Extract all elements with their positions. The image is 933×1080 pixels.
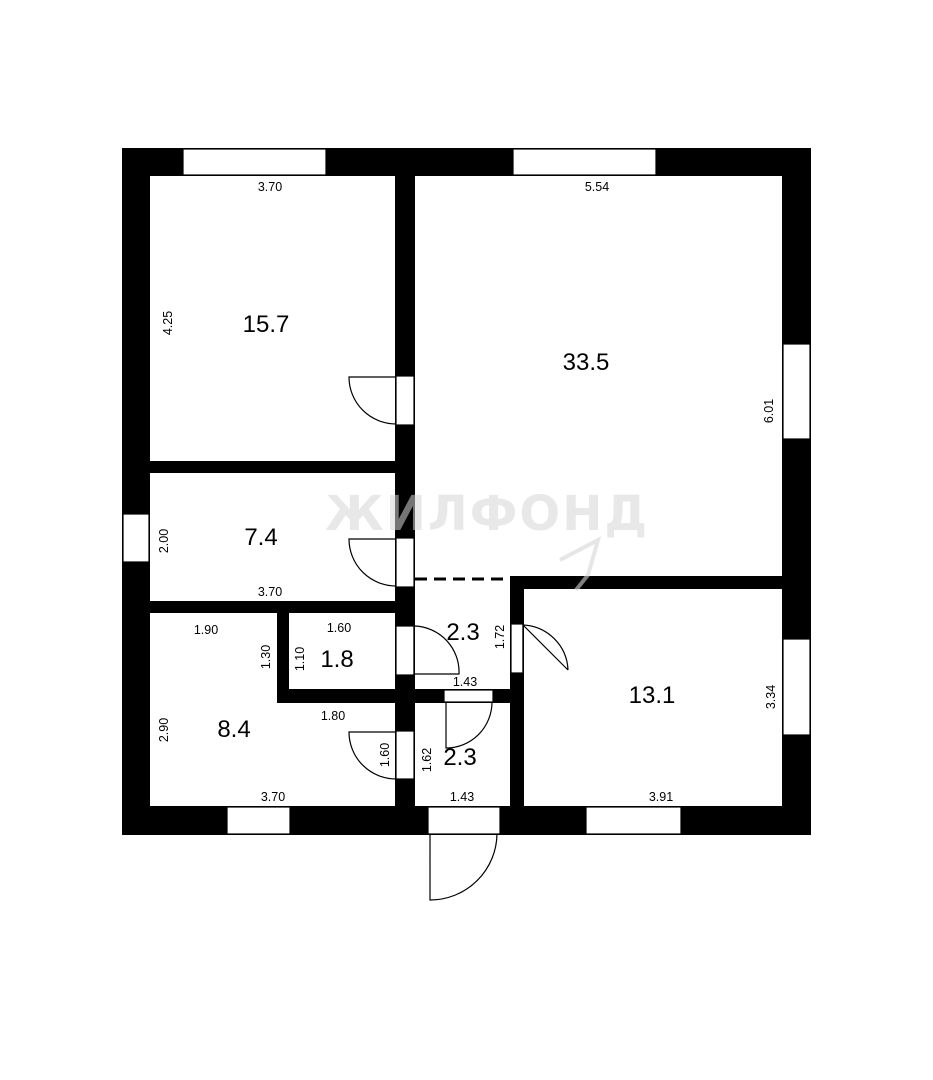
entrance-door-gap (427, 806, 501, 835)
window-right-lower (782, 638, 811, 736)
wall-closet-bottom (277, 689, 395, 703)
door-closet-gap (395, 625, 415, 676)
dimension-label: 2.90 (157, 718, 171, 742)
dimension-label: 1.72 (493, 625, 507, 649)
dimension-label: 1.43 (450, 790, 474, 804)
window-bottom-left (226, 806, 291, 835)
dimension-label: 1.10 (293, 647, 307, 671)
door-room5-swing (522, 624, 569, 672)
windows (122, 148, 811, 835)
room-areas: 15.7 33.5 7.4 2.3 13.1 8.4 1.8 2.3 (217, 311, 675, 771)
dimension-label: 1.80 (321, 709, 345, 723)
outer-wall-left (122, 148, 150, 835)
dimension-label: 1.43 (453, 675, 477, 689)
room-area-6: 8.4 (217, 716, 250, 743)
window-top-right (512, 148, 657, 176)
dimension-label: 3.34 (764, 685, 778, 709)
door-closet-swing (413, 625, 460, 675)
watermark: ЖИЛФОНД (325, 486, 649, 592)
dimension-label: 1.30 (259, 645, 273, 669)
room-area-2: 33.5 (563, 349, 610, 376)
door-room3-swing (348, 538, 397, 587)
window-left (122, 513, 150, 563)
dimension-label: 1.90 (194, 623, 218, 637)
window-top-left (182, 148, 327, 176)
wall-room2-room5 (510, 576, 782, 589)
room-area-4: 2.3 (446, 619, 479, 646)
wall-room3-room6 (150, 601, 395, 613)
doors (348, 375, 569, 901)
door-room6-gap (395, 730, 415, 780)
dimension-label: 1.62 (420, 748, 434, 772)
wall-room5-left (510, 576, 524, 806)
door-room1-swing (348, 376, 397, 425)
door-room6-swing (348, 731, 397, 780)
door-room5-gap (510, 623, 524, 674)
entrance-door-swing (429, 833, 498, 901)
dimension-label: 3.91 (649, 790, 673, 804)
dimension-label: 3.70 (261, 790, 285, 804)
dimension-label: 5.54 (585, 180, 609, 194)
door-room1-gap (395, 375, 415, 426)
dimension-label: 4.25 (161, 311, 175, 335)
room-area-3: 7.4 (244, 524, 277, 551)
dimension-labels: 3.70 4.25 5.54 6.01 2.00 3.70 1.90 1.30 … (157, 180, 778, 804)
room-area-5: 13.1 (629, 682, 676, 709)
door-room3-gap (395, 537, 415, 588)
dimension-label: 1.60 (327, 621, 351, 635)
dimension-label: 3.70 (258, 585, 282, 599)
dimension-label: 3.70 (258, 180, 282, 194)
room-area-1: 15.7 (243, 311, 290, 338)
room-area-7: 1.8 (320, 646, 353, 673)
watermark-figure-icon (559, 536, 602, 592)
wall-room1-room3 (150, 461, 395, 473)
window-bottom-right (585, 806, 682, 835)
door-bath-gap (443, 689, 494, 703)
dimension-label: 6.01 (762, 399, 776, 423)
dimension-label: 1.60 (378, 743, 392, 767)
wall-closet-left (277, 613, 289, 703)
window-right-upper (782, 343, 811, 440)
dimension-label: 2.00 (157, 529, 171, 553)
watermark-text: ЖИЛФОНД (325, 486, 649, 542)
door-bath-swing (445, 701, 493, 749)
room-area-8: 2.3 (443, 744, 476, 771)
